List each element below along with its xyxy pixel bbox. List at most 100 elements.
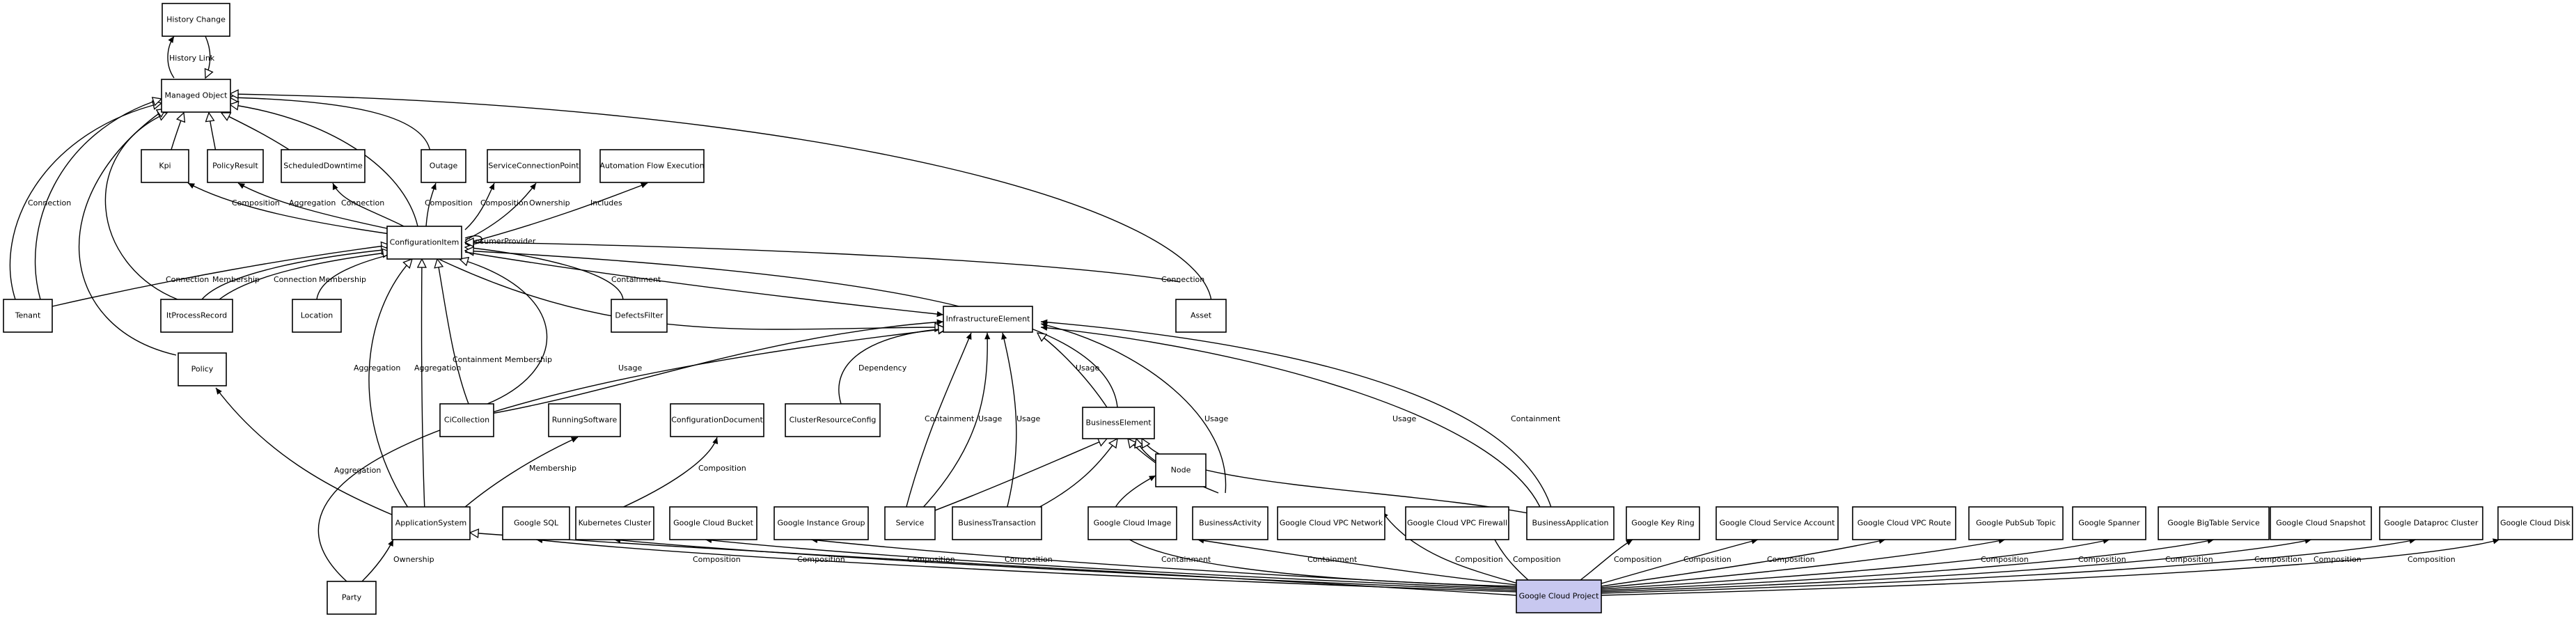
node-label-defectsfilter: DefectsFilter: [615, 311, 663, 320]
edge-ci-serviceconnectionpoint: [464, 182, 495, 230]
node-party[interactable]: Party: [327, 581, 377, 615]
node-businessapplication[interactable]: BusinessApplication: [1526, 506, 1615, 540]
edge-label-composition-sa: Composition: [1683, 555, 1731, 564]
edges: History Link Connection Composition Aggr…: [9, 36, 2500, 596]
node-automationflowexecution[interactable]: Automation Flow Execution: [599, 149, 705, 183]
node-label-googlecloudsnapshot: Google Cloud Snapshot: [2276, 519, 2366, 528]
node-scheduleddowntime[interactable]: ScheduledDowntime: [281, 149, 366, 183]
edge-label-usage-service: Usage: [978, 414, 1003, 423]
node-configurationitem[interactable]: ConfigurationItem: [386, 226, 462, 260]
node-policyresult[interactable]: PolicyResult: [207, 149, 264, 183]
edge-ci-serviceconnectionpoint-own: [464, 182, 537, 241]
node-runningsoftware[interactable]: RunningSoftware: [548, 403, 621, 437]
node-googlebigtableservice[interactable]: Google BigTable Service: [2158, 506, 2270, 540]
edge-asset-ci: [465, 242, 1181, 283]
edge-gcp-businessactivity: [1197, 538, 1517, 586]
node-serviceconnectionpoint[interactable]: ServiceConnectionPoint: [487, 149, 581, 183]
node-outage[interactable]: Outage: [421, 149, 466, 183]
node-location[interactable]: Location: [292, 299, 342, 333]
node-cicollection[interactable]: CiCollection: [439, 403, 494, 437]
node-node[interactable]: Node: [1155, 453, 1207, 487]
edge-ci-outage: [425, 182, 437, 227]
edge-cicollection-ci: [437, 259, 469, 405]
edge-ci-infrastructureelement: [464, 251, 944, 318]
node-defectsfilter[interactable]: DefectsFilter: [611, 299, 668, 333]
node-configurationdocument[interactable]: ConfigurationDocument: [670, 403, 764, 437]
edge-label-containment-defects: Containment: [611, 275, 661, 284]
edge-label-containment-service: Containment: [925, 414, 975, 423]
edge-label-containment-cicoll: Containment: [453, 355, 503, 364]
node-itprocessrecord[interactable]: ItProcessRecord: [160, 299, 233, 333]
node-googlecloudvpcfirewall[interactable]: Google Cloud VPC Firewall: [1405, 506, 1509, 540]
edge-label-membership-cicoll: Membership: [505, 355, 552, 364]
edge-label-connection-tenant-ci: Connection: [166, 275, 209, 284]
node-tenant[interactable]: Tenant: [3, 299, 53, 333]
edge-label-usage-bt: Usage: [1016, 414, 1041, 423]
node-kubernetescluster[interactable]: Kubernetes Cluster: [575, 506, 654, 540]
node-label-googlecloudserviceaccount: Google Cloud Service Account: [1720, 519, 1835, 528]
node-label-kubernetescluster: Kubernetes Cluster: [579, 519, 652, 528]
edge-appsystem-policy: [215, 387, 394, 516]
node-label-managed-object: Managed Object: [165, 91, 228, 100]
node-businesstransaction[interactable]: BusinessTransaction: [952, 506, 1042, 540]
node-label-history-change: History Change: [166, 15, 226, 24]
node-label-googleclouddisk: Google Cloud Disk: [2500, 519, 2570, 528]
node-label-configurationitem: ConfigurationItem: [390, 238, 460, 247]
node-label-googlecloudvpcnetwork: Google Cloud VPC Network: [1280, 519, 1383, 528]
node-googlecloudvpcroute[interactable]: Google Cloud VPC Route: [1852, 506, 1956, 540]
node-googlesql[interactable]: Google SQL: [502, 506, 570, 540]
edge-gcp-pubsub: [1601, 538, 2006, 588]
node-googlecloudserviceaccount[interactable]: Google Cloud Service Account: [1715, 506, 1839, 540]
node-googlecloudbucket[interactable]: Google Cloud Bucket: [669, 506, 757, 540]
edge-itprocessrecord-ci: [201, 249, 390, 300]
node-businessactivity[interactable]: BusinessActivity: [1192, 506, 1269, 540]
node-applicationsystem[interactable]: ApplicationSystem: [391, 506, 471, 540]
node-kpi[interactable]: Kpi: [141, 149, 189, 183]
edge-label-usage-bapp: Usage: [1392, 414, 1417, 423]
edge-label-connection-scheduleddowntime: Connection: [341, 198, 384, 207]
edge-businesselement-infra: [1037, 333, 1108, 408]
node-label-googleinstancegroup: Google Instance Group: [777, 519, 865, 528]
edge-label-connection-itpr: Connection: [274, 275, 317, 284]
node-label-googlespanner: Google Spanner: [2078, 519, 2140, 528]
node-businesselement[interactable]: BusinessElement: [1082, 407, 1155, 439]
node-googlecloudsnapshot[interactable]: Google Cloud Snapshot: [2270, 506, 2372, 540]
edge-ci-scheduleddowntime: [332, 182, 405, 227]
edge-gcp-node: [1111, 475, 1517, 587]
node-googleclouddisk[interactable]: Google Cloud Disk: [2497, 506, 2573, 540]
edge-label-consumerprovider: ConsumerProvider: [465, 237, 536, 246]
edge-node-be: [1128, 439, 1156, 464]
edge-label-history-link: History Link: [169, 54, 215, 63]
edge-appsystem-ci-2: [421, 259, 425, 512]
edge-tenant-managed-object-2: [34, 99, 162, 300]
node-googlecloudimage[interactable]: Google Cloud Image: [1087, 506, 1177, 540]
edge-label-dependency: Dependency: [858, 363, 907, 373]
node-googlepubsubtopic[interactable]: Google PubSub Topic: [1968, 506, 2064, 540]
node-googlecloudproject[interactable]: Google Cloud Project: [1516, 579, 1602, 613]
edge-ci-automationflow: [464, 182, 648, 244]
edge-service-be: [925, 439, 1107, 515]
node-infrastructureelement[interactable]: InfrastructureElement: [943, 306, 1033, 333]
node-policy[interactable]: Policy: [178, 352, 227, 386]
node-googlespanner[interactable]: Google Spanner: [2072, 506, 2146, 540]
edge-label-composition-outage: Composition: [425, 198, 473, 207]
edge-label-composition-bucket: Composition: [907, 555, 955, 564]
node-managed-object[interactable]: Managed Object: [161, 79, 231, 113]
node-asset[interactable]: Asset: [1175, 299, 1227, 333]
node-clusterresourceconfig[interactable]: ClusterResourceConfig: [785, 403, 881, 437]
node-label-scheduleddowntime: ScheduledDowntime: [283, 162, 363, 171]
node-label-googlepubsubtopic: Google PubSub Topic: [1976, 519, 2056, 528]
edge-managed-object-history-change: [167, 36, 175, 79]
edge-label-membership-itpr: Membership: [212, 275, 260, 284]
node-googlecloudvpcnetwork[interactable]: Google Cloud VPC Network: [1277, 506, 1385, 540]
node-service[interactable]: Service: [884, 506, 936, 540]
node-googleinstancegroup[interactable]: Google Instance Group: [773, 506, 869, 540]
node-googledataproccluster[interactable]: Google Dataproc Cluster: [2379, 506, 2483, 540]
node-googlekeyring[interactable]: Google Key Ring: [1626, 506, 1700, 540]
node-history-change[interactable]: History Change: [162, 3, 230, 37]
edge-label-composition-sql: Composition: [693, 555, 741, 564]
edge-policyresult-managed-object: [209, 113, 217, 152]
node-label-runningsoftware: RunningSoftware: [552, 416, 618, 425]
edge-ci-policyresult: [237, 182, 394, 230]
